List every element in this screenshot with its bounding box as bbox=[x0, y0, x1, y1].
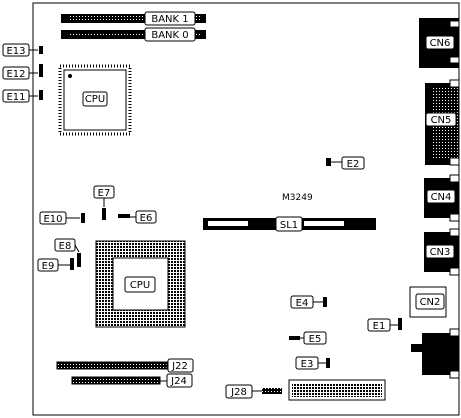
svg-text:E8: E8 bbox=[59, 241, 72, 252]
memory-bank-1: BANK 1 bbox=[61, 11, 206, 26]
jumper-e12: E12 bbox=[2, 64, 43, 80]
svg-text:E9: E9 bbox=[42, 261, 55, 272]
keyboard-connector bbox=[411, 328, 460, 379]
jumper-e8: E8 bbox=[54, 238, 81, 267]
svg-text:E4: E4 bbox=[296, 298, 309, 309]
memory-bank-0: BANK 0 bbox=[61, 27, 206, 42]
jumper-e7: E7 bbox=[93, 185, 115, 220]
header-j24: J24 bbox=[71, 373, 193, 388]
slot-sl1: SL1 bbox=[203, 216, 376, 232]
svg-text:E3: E3 bbox=[301, 359, 314, 370]
svg-text:E2: E2 bbox=[347, 159, 360, 170]
svg-text:J28: J28 bbox=[230, 387, 247, 398]
jumper-e6: E6 bbox=[118, 210, 157, 224]
header-j22: J22 bbox=[56, 358, 194, 373]
cpu-upper-chip: CPU bbox=[58, 64, 132, 136]
svg-text:E5: E5 bbox=[309, 334, 322, 345]
svg-text:E13: E13 bbox=[6, 46, 25, 57]
jumper-e3: E3 bbox=[295, 356, 330, 370]
connector-cn6: CN6 bbox=[419, 18, 460, 68]
header-j28: J28 bbox=[225, 384, 282, 399]
svg-text:E12: E12 bbox=[6, 69, 25, 80]
connector-cn3: CN3 bbox=[424, 228, 460, 276]
jumper-e13: E13 bbox=[2, 43, 43, 57]
power-connector bbox=[288, 379, 386, 401]
connector-cn2: CN2 bbox=[409, 286, 447, 318]
cpu-lower-chip: CPU bbox=[95, 240, 186, 328]
svg-text:E6: E6 bbox=[140, 213, 153, 224]
svg-text:CN3: CN3 bbox=[430, 247, 451, 258]
jumper-e1: E1 bbox=[367, 318, 402, 332]
connector-cn5: CN5 bbox=[425, 79, 460, 166]
svg-text:E11: E11 bbox=[6, 92, 25, 103]
svg-text:E1: E1 bbox=[373, 321, 386, 332]
jumper-e11: E11 bbox=[2, 89, 43, 103]
svg-text:E10: E10 bbox=[43, 214, 62, 225]
connector-cn4: CN4 bbox=[424, 174, 460, 222]
board-model-label: M3249 bbox=[282, 193, 313, 203]
svg-text:CN5: CN5 bbox=[431, 115, 452, 126]
jumper-e2: E2 bbox=[326, 156, 365, 170]
jumper-e5: E5 bbox=[289, 331, 327, 345]
bank-1-label: BANK 1 bbox=[151, 14, 188, 25]
cpu-lower-label: CPU bbox=[130, 280, 150, 291]
svg-text:J24: J24 bbox=[170, 376, 187, 387]
jumper-e4: E4 bbox=[290, 295, 327, 309]
svg-text:E7: E7 bbox=[98, 188, 111, 199]
cpu-upper-label: CPU bbox=[85, 94, 105, 105]
slot-sl1-label: SL1 bbox=[280, 220, 298, 231]
jumper-e9: E9 bbox=[37, 258, 74, 272]
svg-text:CN2: CN2 bbox=[420, 297, 441, 308]
svg-text:J22: J22 bbox=[171, 361, 188, 372]
svg-text:CN4: CN4 bbox=[431, 192, 452, 203]
svg-text:CN6: CN6 bbox=[430, 38, 451, 49]
jumper-e10: E10 bbox=[39, 211, 85, 225]
bank-0-label: BANK 0 bbox=[151, 30, 188, 41]
